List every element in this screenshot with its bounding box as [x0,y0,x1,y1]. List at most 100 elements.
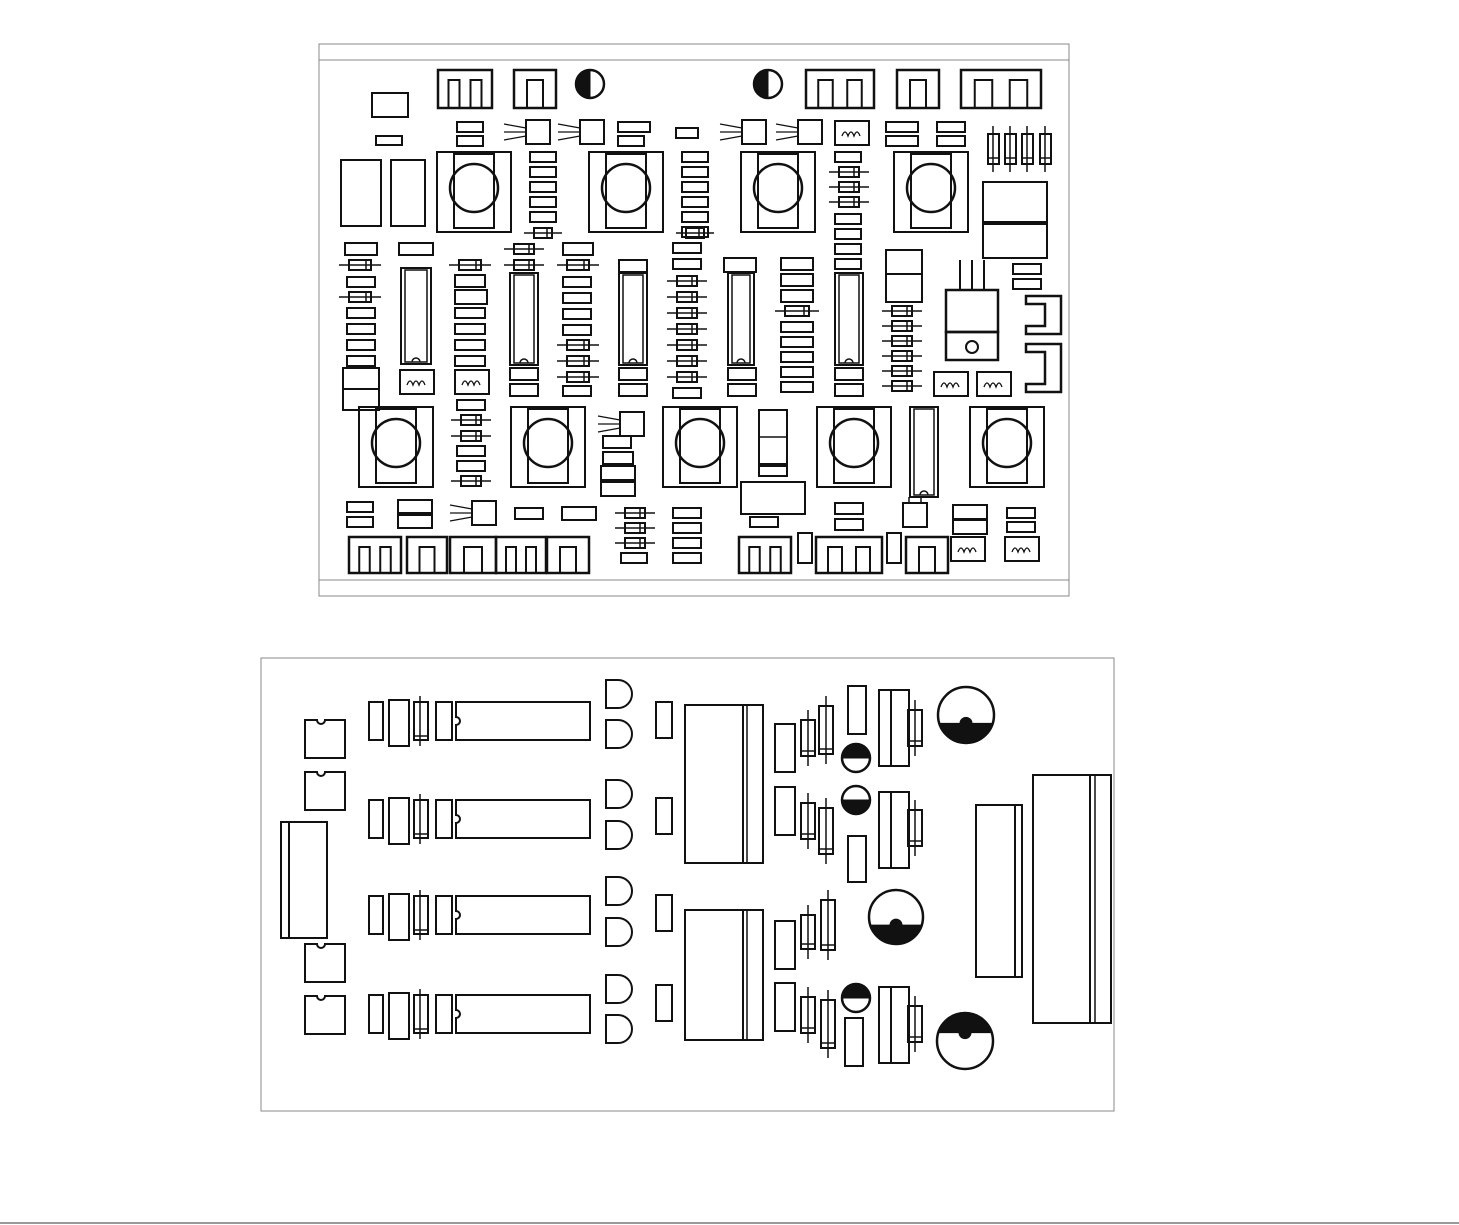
axial-component [339,292,381,302]
smd-component [953,520,987,534]
transformer [685,705,763,863]
trimmer-potentiometer [970,407,1044,487]
trimmer-potentiometer [437,152,511,232]
axial-component [988,126,999,172]
transistor [776,120,822,144]
smd-component [347,356,375,366]
axial-component [667,340,707,350]
axial-component [819,798,833,864]
axial-component [451,476,491,486]
capacitor [983,224,1047,258]
inductor [951,537,985,561]
trimmer-potentiometer [589,152,663,232]
smd-component [848,836,866,882]
trimmer-potentiometer [817,407,891,487]
capacitor-pair [879,690,909,766]
axial-component [615,538,655,548]
smd-component [937,136,965,146]
smd-component [563,277,591,287]
side-connector [1026,296,1061,334]
smd-component [724,258,756,272]
axial-component [829,197,869,207]
smd-component [656,798,672,834]
inductor [934,372,968,396]
inductor [400,370,434,394]
led-indicator [606,680,632,708]
u-connector [349,537,401,573]
axial-component [451,431,491,441]
smd-component [619,260,647,272]
smd-component [682,167,708,177]
smd-component [798,533,812,563]
axial-component [882,351,922,361]
smd-component [835,152,861,162]
led-indicator [606,975,632,1003]
u-connector [816,537,882,573]
smd-component [455,340,485,350]
smd-component [728,368,756,380]
axial-component [449,260,491,270]
smd-component [682,152,708,162]
large-ic [281,822,327,938]
axial-component [801,710,815,766]
polarity-marker [754,70,782,98]
smd-component [656,702,672,738]
side-connector [1026,344,1061,392]
smd-component [673,243,701,253]
capacitor [741,482,805,514]
axial-component [557,356,599,366]
smd-component [347,277,375,287]
smd-component [455,290,487,304]
u-connector [961,70,1041,108]
smd-component [656,895,672,931]
small-ic [305,944,345,982]
smd-component [781,258,813,270]
film-capacitor [1033,775,1111,1023]
dip-ic [619,273,647,365]
smd-component [398,500,432,513]
axial-component [882,366,922,376]
smd-component [455,308,485,318]
smd-component [345,243,377,255]
smd-component [845,1018,863,1066]
small-ic [305,772,345,810]
axial-component [451,415,491,425]
axial-component [667,324,707,334]
axial-component [775,306,819,316]
axial-component [339,260,381,270]
smd-component [835,244,861,254]
smd-component [530,197,556,207]
smd-component [835,214,861,224]
transistor [504,120,550,144]
smd-component [673,259,701,269]
smd-component [673,388,701,398]
smd-component [455,356,485,366]
smd-component [455,324,485,334]
transistor [598,412,644,436]
smd-component [775,921,795,969]
axial-component [882,336,922,346]
upper-board [319,44,1069,596]
smd-component [619,368,647,380]
axial-component [667,308,707,318]
axial-component [1040,126,1051,172]
axial-component [615,508,655,518]
film-capacitor [976,805,1022,977]
axial-component [882,381,922,391]
transistor [558,120,604,144]
smd-component [835,368,863,380]
smd-component [682,212,708,222]
u-connector [514,70,556,108]
voltage-regulator [946,260,998,360]
smd-component [347,502,373,512]
smd-component [621,553,647,563]
smd-component [455,275,485,287]
axial-component [504,244,544,254]
transistor [903,497,927,527]
axial-component [557,372,599,382]
axial-component [557,260,599,270]
smd-component [673,538,701,548]
smd-component [1007,522,1035,532]
axial-component [667,356,707,366]
smd-component [835,259,861,269]
